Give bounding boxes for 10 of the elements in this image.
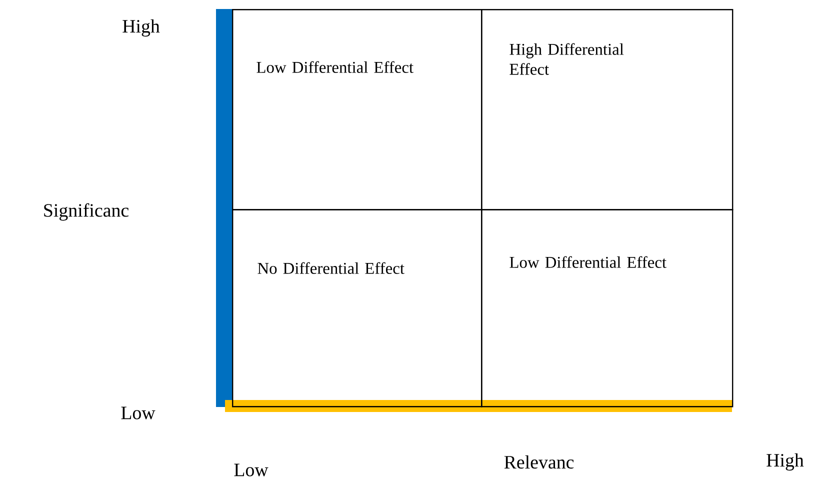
- axis-label: Low: [121, 406, 156, 420]
- quadrant-cell: No Differential Effect: [232, 209, 482, 408]
- quadrant-cell: Low Differential Effect: [232, 9, 482, 210]
- quadrant-cell: High Differential Effect: [481, 9, 734, 210]
- axis-label: Relevanc: [504, 455, 574, 469]
- quadrant-cell: Low Differential Effect: [481, 209, 734, 408]
- axis-label: High: [766, 453, 804, 471]
- axis-label: Significanc: [44, 203, 129, 221]
- axis-label: High: [122, 19, 160, 37]
- axis-label: Low: [234, 464, 268, 476]
